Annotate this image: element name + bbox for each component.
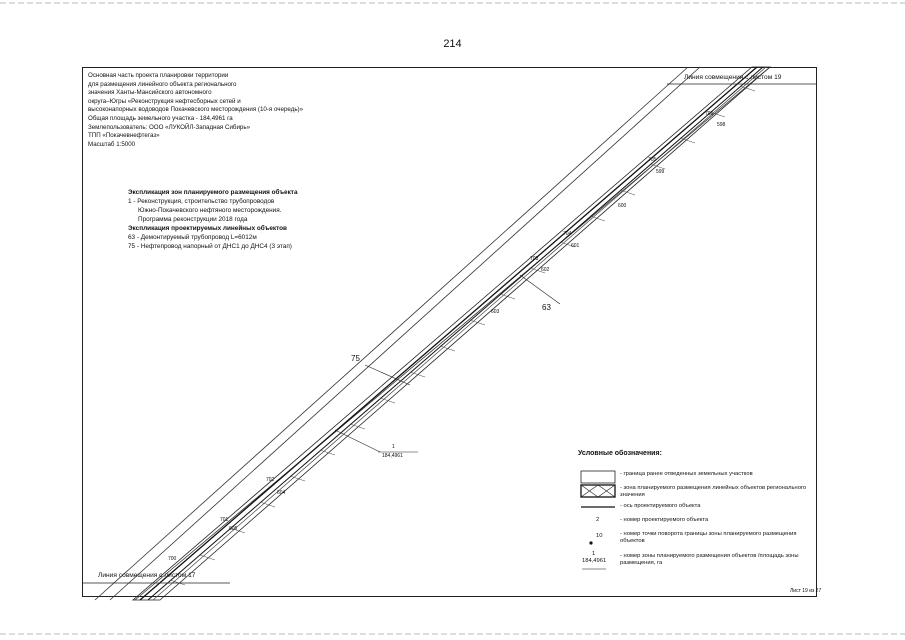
explication: Экспликация зон планируемого размещения … [128,188,388,251]
point-label: 706 [705,111,714,117]
object-axis-line [147,66,764,601]
point-label: 605 [229,526,238,532]
objects-item: 75 - Нефтепровод напорный от ДНС1 до ДНС… [128,243,292,250]
zones-item: 1 - Реконструкция, строительство трубопр… [128,198,275,205]
match-line-top-label: Линия совмещения с листом 19 [684,74,782,81]
page-number: 214 [443,38,462,50]
legend-item: - номер проектируемого объекта [620,516,709,523]
info-line: Общая площадь земельного участка - 184,4… [88,114,233,122]
match-line-bottom-label: Линия совмещения с листом 17 [98,572,196,579]
point-label: 601 [571,243,580,249]
legend-boundary-symbol [580,470,616,484]
info-line: ТПП «Покачевнефтегаз» [88,132,160,140]
legend: Условные обозначения: - граница ранее от… [578,450,818,577]
point-label: 705 [648,157,657,163]
info-line: округа–Югры «Реконструкция нефтесборных … [88,97,241,105]
info-line: для размещения линейного объекта региона… [88,80,237,88]
point-label: 702 [266,477,275,483]
land-boundary-line [94,66,689,601]
object-75-label: 75 [351,354,360,363]
point-label: 603 [491,309,500,315]
legend-title: Условные обозначения: [578,450,662,457]
leader-line-zone [334,429,381,453]
object-axis-line [152,66,767,601]
legend-item: - ось проектируемого объекта [620,502,701,509]
objects-item: 63 - Демонтируемый трубопровод L=6012м [128,234,257,241]
zone-area-label: 184,4961 [382,453,403,459]
point-label: 704 [563,231,572,237]
land-boundary-line [109,66,701,601]
point-label: 598 [717,122,726,128]
info-line: Масштаб 1:5000 [88,140,136,148]
legend-item: - номер точки поворота границы зоны план… [620,530,797,545]
project-info: Основная часть проекта планировки террит… [88,72,388,149]
point-label: 604 [277,490,286,496]
point-label: 599 [656,169,665,175]
sheet-number: Лист 19 из 27 [790,588,822,594]
zone-number-label: 1 [392,444,395,450]
leader-line-63 [519,274,561,305]
zones-line: Южно-Покачевского нефтяного месторождени… [138,207,282,214]
zones-title: Экспликация зон планируемого размещения … [128,189,298,196]
planned-zone-boundary [131,66,772,601]
object-63-label: 63 [542,303,551,312]
objects-title: Экспликация проектируемых линейных объек… [128,225,287,232]
object-axis-line [139,66,758,601]
point-label: 700 [168,556,177,562]
legend-object-number: 2 [596,516,600,523]
zones-line: Программа реконструкции 2018 года [138,216,248,223]
legend-zone-area: 184,4961 [582,557,607,564]
info-line: Основная часть проекта планировки террит… [88,72,229,79]
legend-item: - зона планируемого размещения линейных … [620,484,807,499]
leader-line-75 [364,364,411,386]
info-line: Землепользователь: ООО «ЛУКОЙЛ-Западная … [88,123,251,131]
point-label: 701 [220,517,229,523]
legend-item: - граница ранее отведенных земельных уча… [620,470,753,477]
info-line: значения Ханты-Мансийского автономного [88,89,212,97]
point-label: 703 [530,256,539,262]
zone-hatching [169,85,756,586]
map-frame [82,67,817,597]
info-line: высоконапорных водоводов Покачевского ме… [88,106,304,114]
point-label: 600 [618,203,627,209]
legend-point-symbol [589,541,593,545]
legend-item: - номер зоны планируемого размещения объ… [620,552,799,567]
legend-zone-number: 1 [592,550,596,557]
point-label: 602 [541,267,550,273]
legend-point-number: 10 [596,532,603,539]
